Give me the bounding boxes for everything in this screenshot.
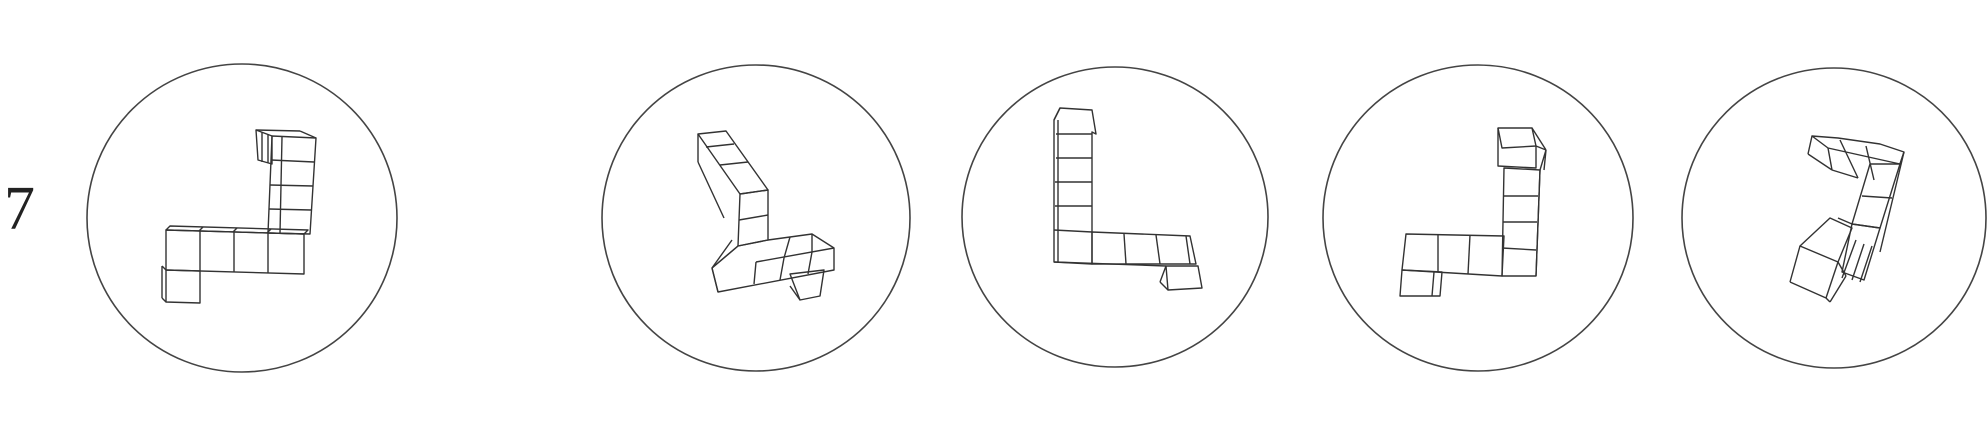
answer-option-3 [1322, 64, 1634, 372]
item-number: 7 [4, 175, 35, 243]
cube-stack-drawing [161, 129, 317, 304]
answer-option-2 [961, 66, 1269, 368]
figure-circle [1322, 64, 1634, 372]
figure-circle [86, 63, 398, 373]
figure-circle [961, 66, 1269, 368]
cube-stack-drawing [1399, 127, 1547, 297]
answer-option-4 [1681, 67, 1987, 369]
cube-stack-drawing [1053, 107, 1203, 291]
cube-stack-drawing [1789, 135, 1905, 303]
figure-circle [1681, 67, 1987, 369]
cube-stack-drawing [697, 130, 835, 301]
target-figure [86, 63, 398, 373]
answer-option-1 [601, 64, 911, 372]
figure-circle [601, 64, 911, 372]
